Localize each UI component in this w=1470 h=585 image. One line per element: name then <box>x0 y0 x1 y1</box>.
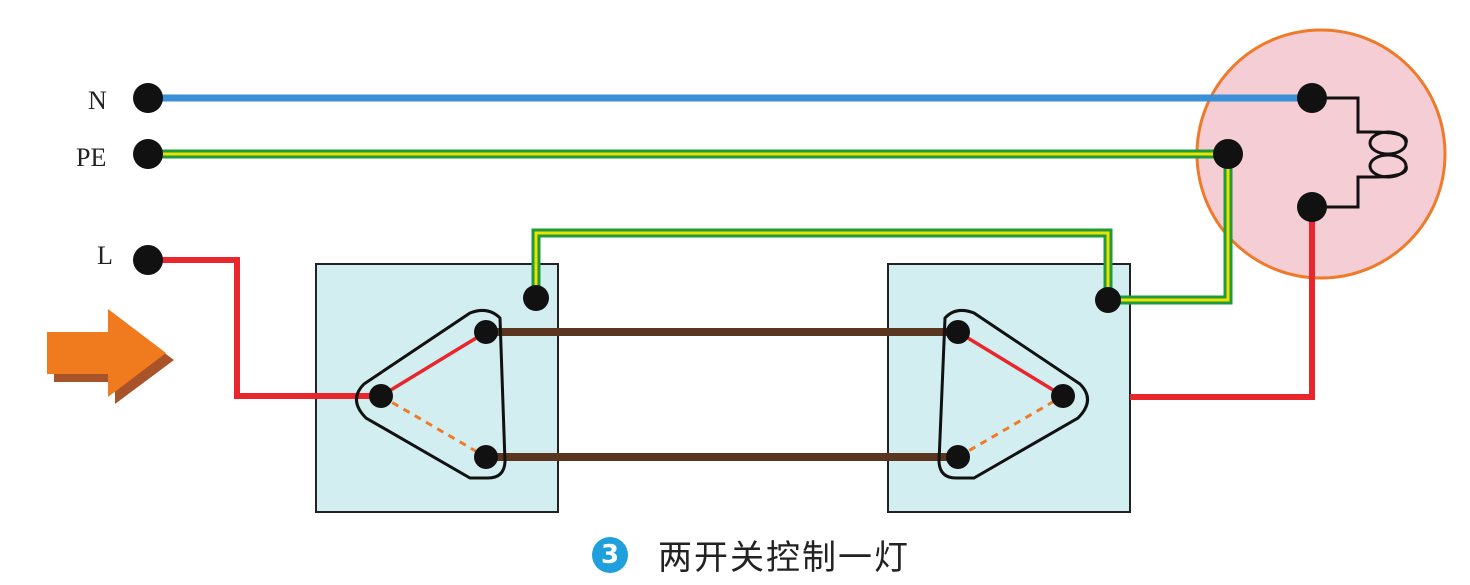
lamp-terminal-pe <box>1213 139 1243 169</box>
lamp-coil-icon <box>1312 96 1408 209</box>
switch-left-frame <box>355 308 507 480</box>
live-wire-input <box>148 257 381 399</box>
terminal-label-pe: PE <box>76 143 107 172</box>
link-wire-inner <box>534 154 1230 302</box>
lamp-terminal-n <box>1297 83 1327 113</box>
switch-left-earth-terminal <box>523 285 549 311</box>
switch-right-common-terminal <box>1051 384 1075 408</box>
live-wire-output <box>1130 207 1315 400</box>
caption-text: 两开关控制一灯 <box>658 538 910 578</box>
figure-caption: 3 两开关控制一灯 <box>592 530 910 579</box>
lamp-terminal-l <box>1297 192 1327 222</box>
terminal-label-l: L <box>97 241 113 270</box>
switch-box-right <box>887 263 1131 513</box>
switch-right-bottom-terminal <box>946 445 970 469</box>
switch-right-top-terminal <box>946 320 970 344</box>
terminal-label-n: N <box>88 86 107 115</box>
switch-right-earth-terminal <box>1095 287 1121 313</box>
switch-right-contact <box>957 330 1064 398</box>
arrow-right-icon <box>47 309 174 404</box>
switch-right-frame <box>937 308 1089 480</box>
switch-left-top-terminal <box>474 320 498 344</box>
switch-left-common-terminal <box>369 384 393 408</box>
terminal-n <box>133 83 163 113</box>
caption-number-badge: 3 <box>592 536 628 573</box>
switch-box-left <box>315 263 559 513</box>
switch-left-bottom-terminal <box>474 445 498 469</box>
terminal-l <box>133 245 163 275</box>
terminal-pe <box>133 139 163 169</box>
switch-left-contact <box>380 330 487 398</box>
